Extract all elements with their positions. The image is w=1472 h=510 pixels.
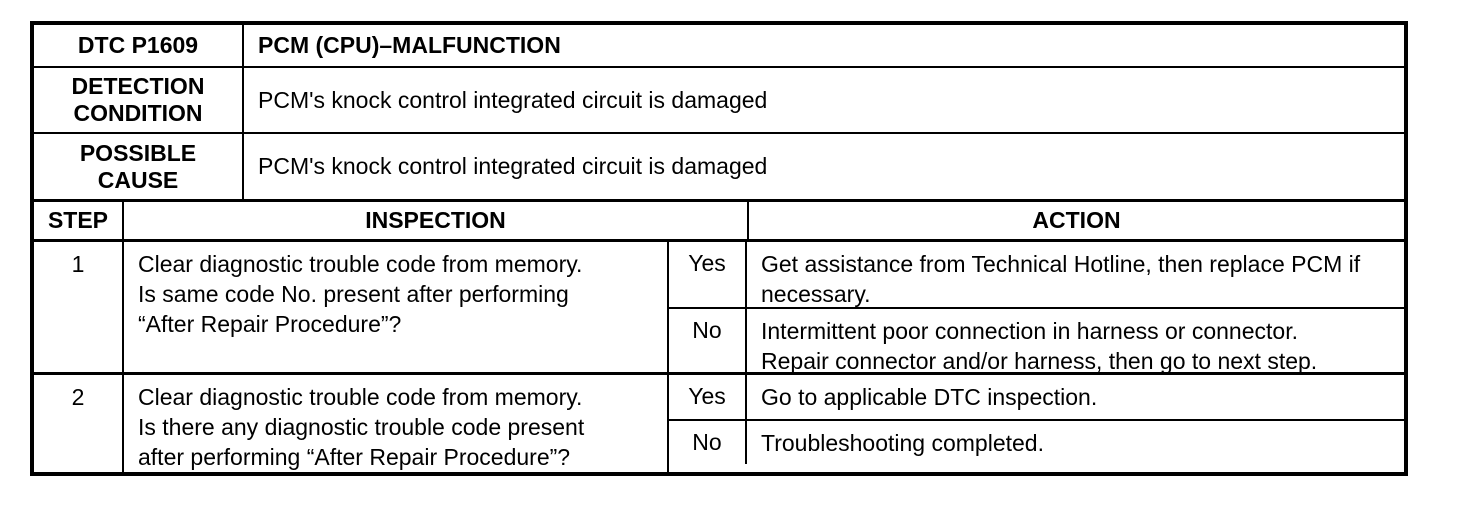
steps-header-row: STEP INSPECTION ACTION [34,199,1404,242]
action-cell: Intermittent poor connection in harness … [761,318,1318,374]
answer-cell: Yes [669,242,747,307]
step-row-2: 2 Clear diagnostic trouble code from mem… [34,372,1404,472]
outcome-no-row: No Intermittent poor connection in harne… [669,307,1404,374]
step-row-1: 1 Clear diagnostic trouble code from mem… [34,242,1404,374]
dtc-code-label: DTC P1609 [77,32,199,58]
possible-cause-label-cell: POSSIBLE CAUSE [34,134,244,199]
inspection-column-header: INSPECTION [124,202,749,239]
possible-cause-label: POSSIBLE CAUSE [79,139,197,193]
detection-condition-row: DETECTION CONDITION PCM's knock control … [34,66,1404,132]
step-header-label: STEP [47,207,109,233]
dtc-row: DTC P1609 PCM (CPU)–MALFUNCTION [34,25,1404,66]
possible-cause-row: POSSIBLE CAUSE PCM's knock control integ… [34,132,1404,199]
dtc-code-cell: DTC P1609 [34,25,244,66]
step-column-header: STEP [34,202,124,239]
inspection-cell: Clear diagnostic trouble code from memor… [124,375,669,472]
action-header-label: ACTION [1032,207,1121,233]
outcome-yes-row: Yes Get assistance from Technical Hotlin… [669,242,1404,307]
inspection-cell: Clear diagnostic trouble code from memor… [124,242,669,372]
detection-condition-text-cell: PCM's knock control integrated circuit i… [244,68,1404,132]
possible-cause-text-cell: PCM's knock control integrated circuit i… [244,134,1404,199]
detection-condition-text: PCM's knock control integrated circuit i… [258,86,768,113]
action-cell: Go to applicable DTC inspection. [761,384,1098,410]
outcomes-group: Yes Get assistance from Technical Hotlin… [669,242,1404,374]
answer-cell: No [669,309,747,372]
dtc-troubleshooting-table: DTC P1609 PCM (CPU)–MALFUNCTION DETECTIO… [30,21,1408,476]
dtc-title-cell: PCM (CPU)–MALFUNCTION [244,25,1404,66]
step-number: 1 [71,251,85,277]
outcome-no-row: No Troubleshooting completed. [669,419,1404,464]
action-column-header: ACTION [749,202,1404,239]
step-number: 2 [71,384,85,410]
inspection-header-label: INSPECTION [365,207,506,233]
outcomes-group: Yes Go to applicable DTC inspection. No … [669,375,1404,472]
step-number-cell: 1 [34,242,124,372]
action-cell: Get assistance from Technical Hotline, t… [761,251,1361,307]
detection-condition-label-cell: DETECTION CONDITION [34,68,244,132]
dtc-title: PCM (CPU)–MALFUNCTION [258,32,561,58]
step-number-cell: 2 [34,375,124,472]
detection-condition-label: DETECTION CONDITION [71,73,205,126]
answer-cell: No [669,421,747,464]
answer-cell: Yes [669,375,747,419]
outcome-yes-row: Yes Go to applicable DTC inspection. [669,375,1404,419]
action-cell: Troubleshooting completed. [761,430,1044,456]
possible-cause-text: PCM's knock control integrated circuit i… [258,153,768,179]
